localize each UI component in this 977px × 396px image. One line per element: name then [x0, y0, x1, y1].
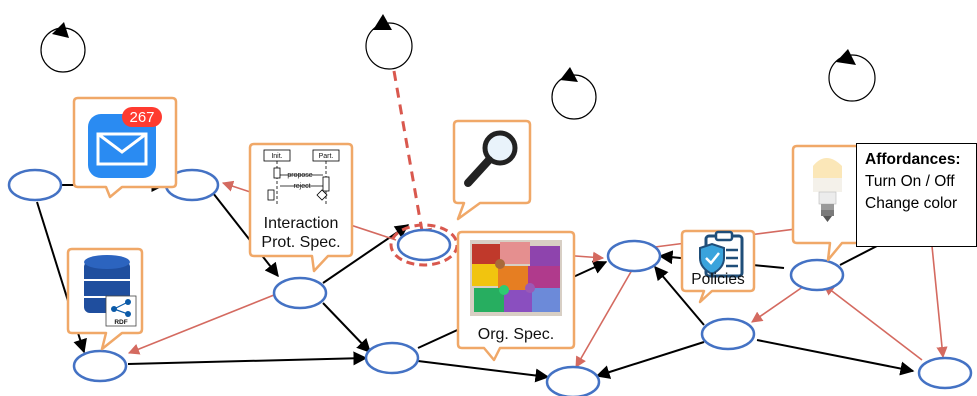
magnifier-icon	[464, 130, 518, 187]
bulb-callout	[791, 144, 862, 262]
node-c	[272, 276, 328, 310]
affordances-title: Affordances:	[865, 151, 961, 168]
agent-4	[828, 49, 876, 102]
node-g	[606, 239, 662, 273]
policies-callout: Policies	[680, 229, 756, 304]
svg-text:Org. Spec.: Org. Spec.	[478, 326, 554, 343]
svg-text:propose: propose	[287, 172, 312, 179]
agent-2	[365, 14, 413, 70]
node-i	[700, 317, 756, 351]
focus-edge	[392, 70, 433, 251]
clipboard-shield-icon	[699, 230, 744, 278]
affordance-turn-on-off: Turn On / Off	[865, 173, 955, 190]
node-h	[545, 365, 601, 396]
node-l	[917, 356, 973, 390]
sequence-diagram-icon: Init. Part. propose reject	[263, 149, 340, 205]
node-e	[364, 341, 420, 375]
svg-text:Policies: Policies	[691, 271, 745, 288]
svg-text:Interaction: Interaction	[264, 215, 339, 232]
interaction-callout: Init. Part. propose reject Interaction P…	[248, 142, 354, 273]
node-a	[7, 168, 63, 202]
agent-1	[40, 22, 86, 73]
mail-icon	[88, 114, 156, 178]
affordance-change-color: Change color	[865, 195, 958, 212]
search-callout	[452, 119, 532, 221]
rdf-callout: RDF	[66, 247, 144, 351]
rdf-icon: RDF	[105, 295, 137, 327]
mail-callout: 267	[72, 96, 178, 199]
svg-text:Init.: Init.	[271, 153, 282, 160]
mail-badge	[122, 107, 162, 127]
nodes	[7, 168, 973, 396]
svg-text:Prot. Spec.: Prot. Spec.	[261, 234, 340, 251]
organization-puzzle-icon	[470, 240, 562, 316]
node-d	[72, 349, 128, 383]
node-focused	[396, 228, 452, 262]
svg-text:reject: reject	[293, 183, 310, 190]
svg-text:267: 267	[129, 109, 154, 126]
node-j	[789, 258, 845, 292]
affordances-panel: Affordances: Turn On / Off Change color	[856, 143, 977, 247]
svg-text:Part.: Part.	[319, 153, 334, 160]
svg-text:RDF: RDF	[114, 319, 127, 326]
agent-3	[551, 67, 597, 120]
org-callout: Org. Spec.	[456, 230, 576, 362]
light-bulb-icon	[813, 158, 842, 222]
